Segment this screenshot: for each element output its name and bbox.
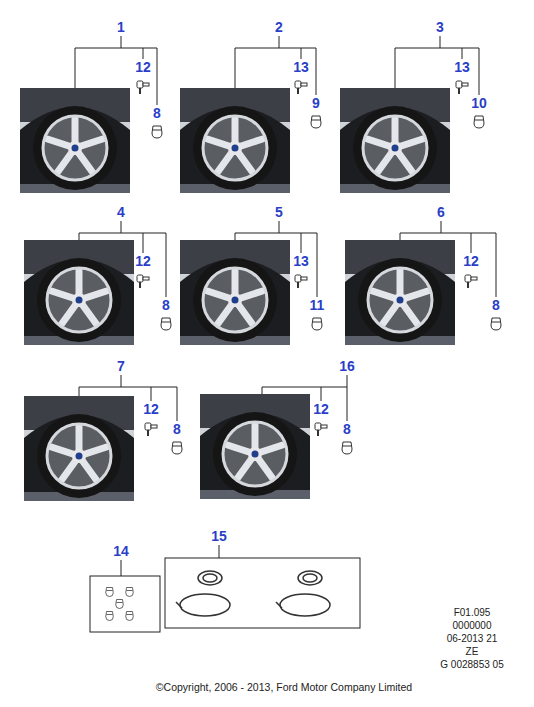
callout-number: 14: [112, 544, 130, 559]
callout-number: 8: [342, 422, 352, 437]
callout-number: 13: [292, 254, 310, 269]
callout-number: 12: [134, 254, 152, 269]
drawing-code: ZE: [466, 646, 479, 657]
callout-number: 6: [436, 205, 446, 220]
callout-number: 4: [116, 205, 126, 220]
callout-number: 15: [210, 529, 228, 544]
drawing-code: G 0028853 05: [440, 659, 503, 670]
callout-number: 3: [435, 20, 445, 35]
callout-number: 12: [462, 254, 480, 269]
drawing-code: 06-2013 21: [447, 633, 498, 644]
callout-number: 13: [292, 60, 310, 75]
callout-number: 11: [309, 298, 326, 313]
copyright-note: ©Copyright, 2006 - 2013, Ford Motor Comp…: [156, 682, 412, 694]
callout-number: 12: [312, 402, 330, 417]
callout-number: 2: [274, 20, 284, 35]
callout-number: 10: [470, 96, 488, 111]
drawing-code: F01.095: [454, 607, 491, 618]
callout-number: 12: [134, 60, 152, 75]
drawing-code: 0000000: [453, 620, 492, 631]
callout-number: 1: [116, 20, 126, 35]
callout-number: 13: [453, 60, 471, 75]
callout-number: 12: [142, 402, 160, 417]
callout-number: 5: [274, 205, 284, 220]
callout-number: 8: [152, 106, 162, 121]
callout-number: 8: [172, 422, 182, 437]
callout-number: 8: [161, 298, 171, 313]
callout-number: 16: [338, 359, 356, 374]
callout-number: 7: [116, 359, 126, 374]
callout-number: 9: [311, 96, 321, 111]
callout-number: 8: [491, 298, 501, 313]
